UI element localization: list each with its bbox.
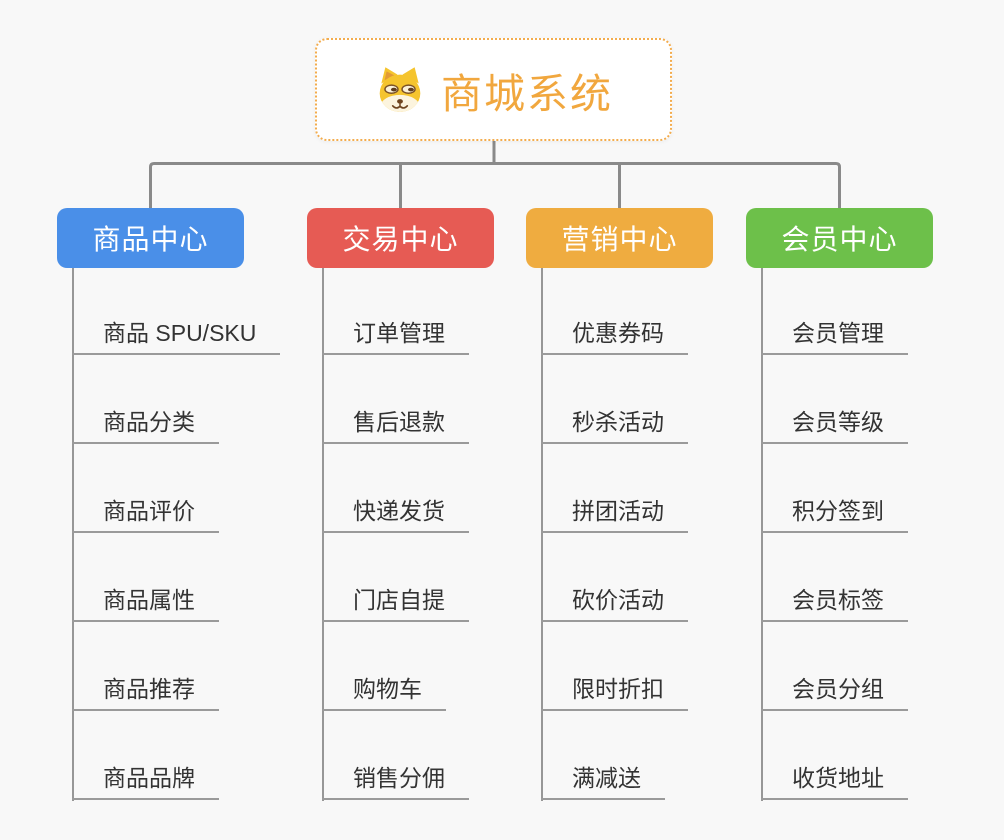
- leaf-node[interactable]: 会员等级: [761, 404, 908, 444]
- leaf-node[interactable]: 收货地址: [761, 760, 908, 800]
- branch-trunk-line: [761, 268, 763, 801]
- branch-trunk-line: [322, 268, 324, 801]
- leaf-node[interactable]: 商品属性: [72, 582, 219, 622]
- leaf-node[interactable]: 销售分佣: [322, 760, 469, 800]
- leaf-node[interactable]: 会员分组: [761, 671, 908, 711]
- root-node-label: 商城系统: [441, 70, 613, 117]
- branch-node-3[interactable]: 营销中心: [526, 208, 713, 268]
- leaf-node[interactable]: 优惠券码: [541, 315, 688, 355]
- leaf-node[interactable]: 商品品牌: [72, 760, 219, 800]
- leaf-node[interactable]: 会员管理: [761, 315, 908, 355]
- leaf-node[interactable]: 订单管理: [322, 315, 469, 355]
- leaf-node[interactable]: 商品 SPU/SKU: [72, 315, 281, 355]
- branch-node-2[interactable]: 交易中心: [307, 208, 494, 268]
- branch-node-1[interactable]: 商品中心: [57, 208, 244, 268]
- leaf-node[interactable]: 会员标签: [761, 582, 908, 622]
- branch-trunk-line: [541, 268, 543, 801]
- leaf-node[interactable]: 快递发货: [322, 493, 469, 533]
- leaf-node[interactable]: 售后退款: [322, 404, 469, 444]
- leaf-node[interactable]: 限时折扣: [541, 671, 688, 711]
- leaf-node[interactable]: 积分签到: [761, 493, 908, 533]
- leaf-node[interactable]: 商品评价: [72, 493, 219, 533]
- root-node[interactable]: 商城系统: [315, 38, 672, 141]
- shiba-dog-icon: [379, 66, 421, 112]
- leaf-node[interactable]: 商品推荐: [72, 671, 219, 711]
- leaf-node[interactable]: 门店自提: [322, 582, 469, 622]
- branch-trunk-line: [72, 268, 74, 801]
- leaf-node[interactable]: 商品分类: [72, 404, 219, 444]
- leaf-node[interactable]: 秒杀活动: [541, 404, 688, 444]
- leaf-node[interactable]: 购物车: [322, 671, 446, 711]
- branch-node-4[interactable]: 会员中心: [746, 208, 933, 268]
- leaf-node[interactable]: 满减送: [541, 760, 665, 800]
- leaf-node[interactable]: 砍价活动: [541, 582, 688, 622]
- leaf-node[interactable]: 拼团活动: [541, 493, 688, 533]
